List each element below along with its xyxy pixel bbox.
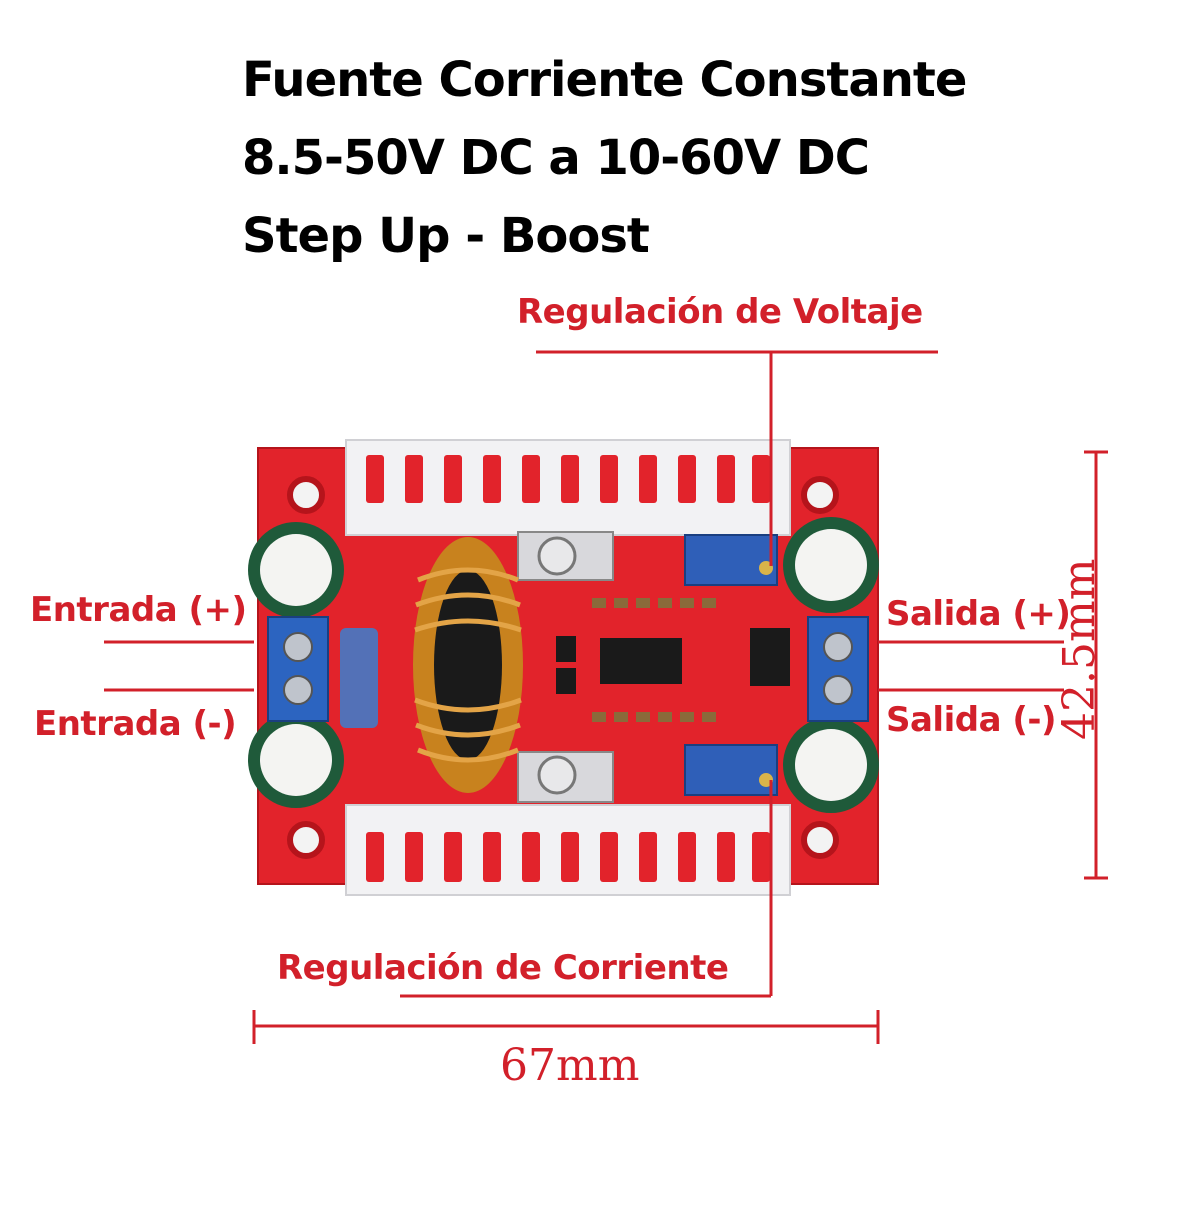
mounting-holes — [287, 476, 839, 859]
title-line-3: Step Up - Boost — [242, 208, 650, 264]
width-dimension: 67mm — [500, 1040, 640, 1091]
voltage-regulation-label: Regulación de Voltaje — [517, 292, 923, 332]
annotation-lines — [104, 350, 1064, 998]
smd-components — [556, 598, 790, 722]
inductor — [413, 537, 523, 793]
output-negative-label: Salida (-) — [886, 700, 1057, 740]
heatsink-top — [345, 439, 791, 536]
output-positive-label: Salida (+) — [886, 594, 1071, 634]
title-line-2: 8.5-50V DC a 10-60V DC — [242, 130, 870, 186]
current-regulation-label: Regulación de Corriente — [277, 948, 729, 988]
dimension-lines — [252, 450, 1108, 1044]
height-dimension: 42.5mm — [1054, 558, 1105, 740]
input-negative-label: Entrada (-) — [34, 704, 237, 744]
power-transistors — [517, 531, 614, 803]
capacitors — [248, 517, 879, 813]
input-positive-label: Entrada (+) — [30, 590, 247, 630]
trimmer-potentiometers — [684, 534, 778, 796]
heatsink-bottom — [345, 804, 791, 896]
fuse — [340, 628, 378, 728]
terminal-blocks — [267, 616, 869, 722]
title-line-1: Fuente Corriente Constante — [242, 52, 967, 108]
